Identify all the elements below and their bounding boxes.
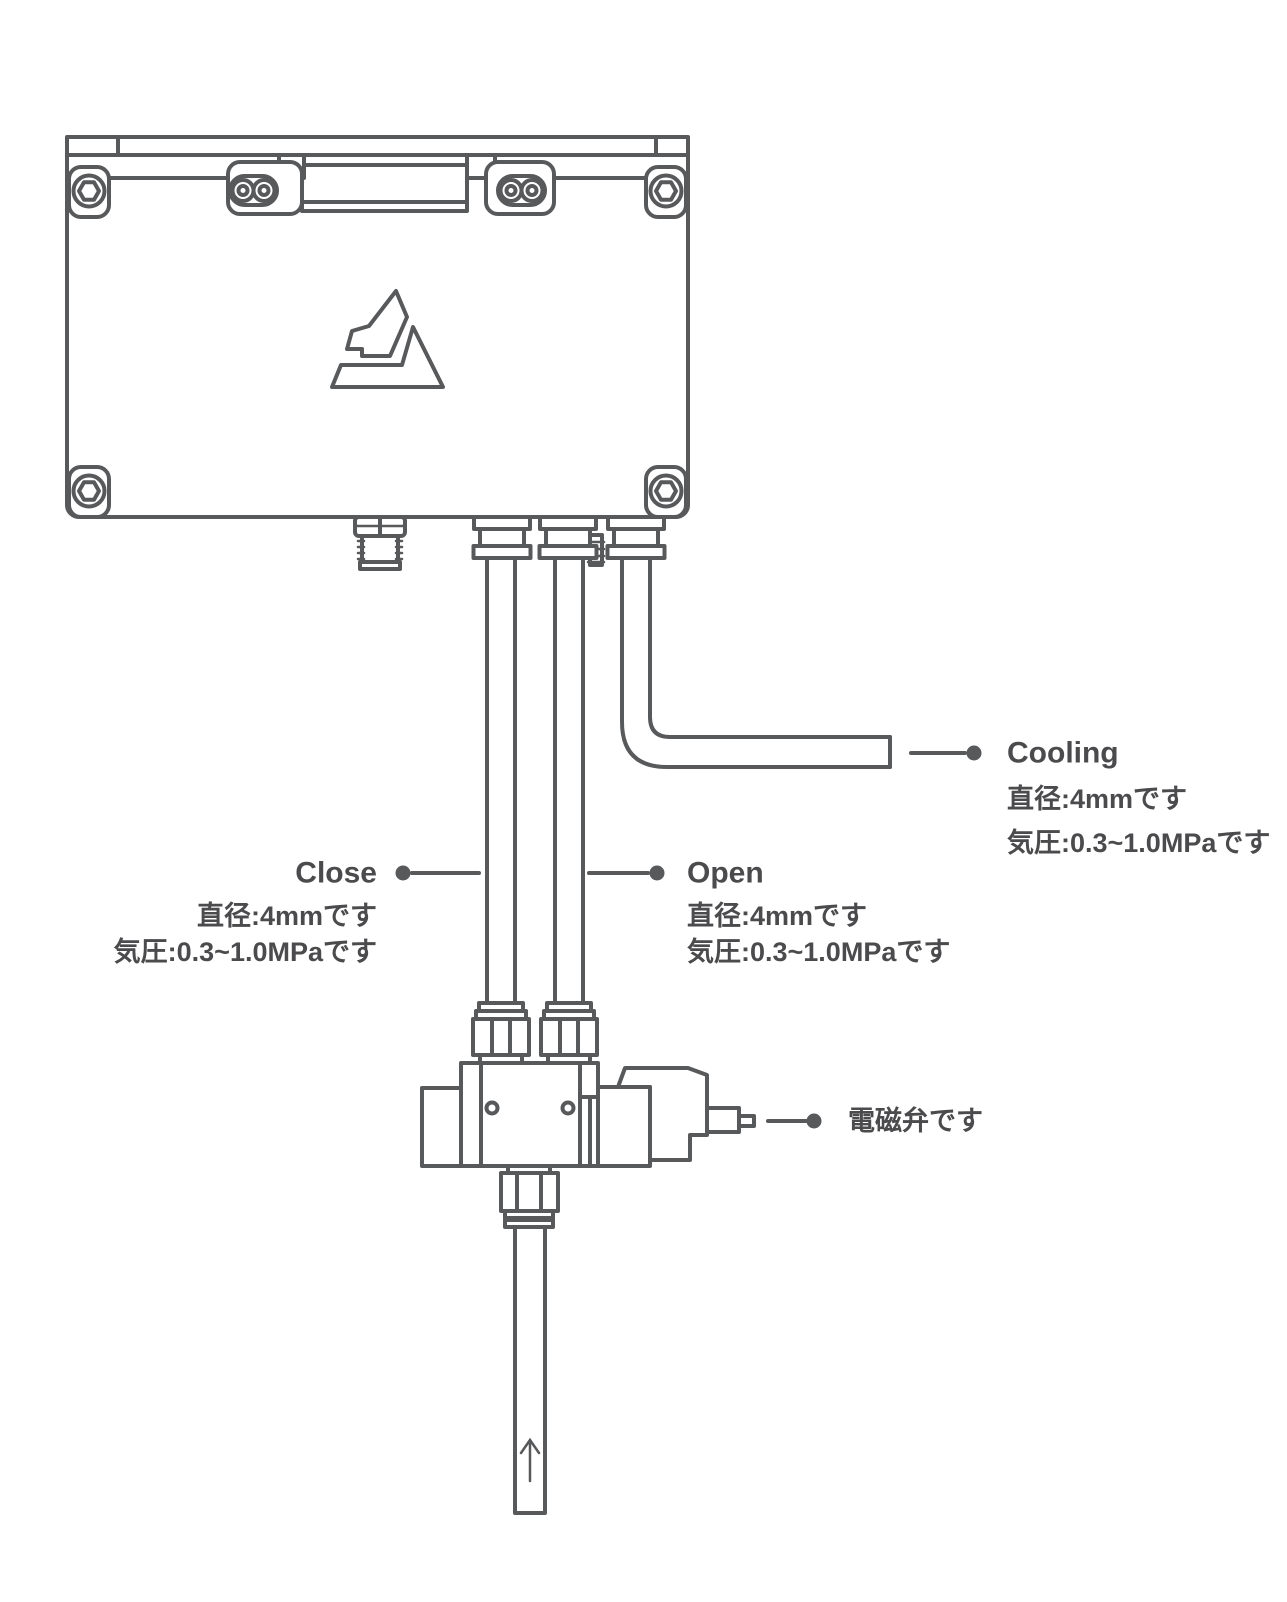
thread-ticks xyxy=(356,539,404,561)
open-tube xyxy=(553,556,585,1006)
valve-screw-icon xyxy=(484,1100,500,1116)
screw-icon xyxy=(519,178,545,203)
open-pressure-label: 気圧:0.3~1.0MPaです xyxy=(687,936,950,967)
hex-bolt-icon xyxy=(644,165,688,219)
cooling-port-fitting xyxy=(605,515,667,560)
open-diameter-label: 直径:4mmです xyxy=(687,901,867,931)
valve-fitting-open xyxy=(539,1001,599,1070)
cooling-pressure-label: 気圧:0.3~1.0MPaです xyxy=(1007,827,1270,858)
rail-recess-bar xyxy=(300,200,469,213)
leader-dot xyxy=(649,865,665,881)
solenoid-annotation: 電磁弁です xyxy=(766,1106,983,1136)
leader-dot xyxy=(806,1113,822,1129)
valve-left-wing xyxy=(420,1086,463,1168)
flow-arrow-icon xyxy=(519,1437,541,1483)
control-box xyxy=(65,135,690,519)
solenoid-pin xyxy=(737,1114,756,1128)
control-box-body xyxy=(65,163,690,519)
cooling-label: Cooling xyxy=(1007,737,1119,770)
close-port-fitting xyxy=(471,515,533,560)
hex-bolt-icon xyxy=(67,165,111,219)
solenoid-valve-label: 電磁弁です xyxy=(848,1106,983,1136)
close-label: Close xyxy=(295,857,377,890)
leader-dot xyxy=(395,865,411,881)
mounting-plate xyxy=(65,135,690,157)
outlet-fitting xyxy=(499,1164,560,1229)
screw-icon xyxy=(251,178,277,203)
cooling-annotation: Cooling 直径:4mmです 気圧:0.3~1.0MPaです xyxy=(909,737,1270,858)
hex-bolt-icon xyxy=(67,465,111,519)
mounting-rail xyxy=(65,135,690,216)
valve-assembly xyxy=(420,1001,756,1229)
valve-fitting-close xyxy=(471,1001,531,1070)
valve-body xyxy=(459,1061,600,1168)
solenoid-connector xyxy=(705,1106,741,1134)
open-annotation: Open 直径:4mmです 気圧:0.3~1.0MPaです xyxy=(587,857,950,967)
hex-bolt-icon xyxy=(644,465,688,519)
brand-triangle-logo-icon xyxy=(330,289,445,389)
close-diameter-label: 直径:4mmです xyxy=(197,901,377,931)
screw-lug-right xyxy=(484,160,556,216)
close-annotation: Close 直径:4mmです 気圧:0.3~1.0MPaです xyxy=(114,857,481,967)
valve-right-block xyxy=(596,1085,652,1168)
m12-connector xyxy=(353,515,407,571)
open-port-fitting xyxy=(537,515,599,560)
close-tube xyxy=(485,556,517,1006)
leader-dot xyxy=(966,745,982,761)
cooling-diameter-label: 直径:4mmです xyxy=(1007,784,1187,814)
open-label: Open xyxy=(687,857,764,890)
screw-lug-left xyxy=(226,160,304,216)
cooling-tube xyxy=(620,556,892,769)
close-pressure-label: 気圧:0.3~1.0MPaです xyxy=(114,936,377,967)
valve-screw-icon xyxy=(560,1100,576,1116)
